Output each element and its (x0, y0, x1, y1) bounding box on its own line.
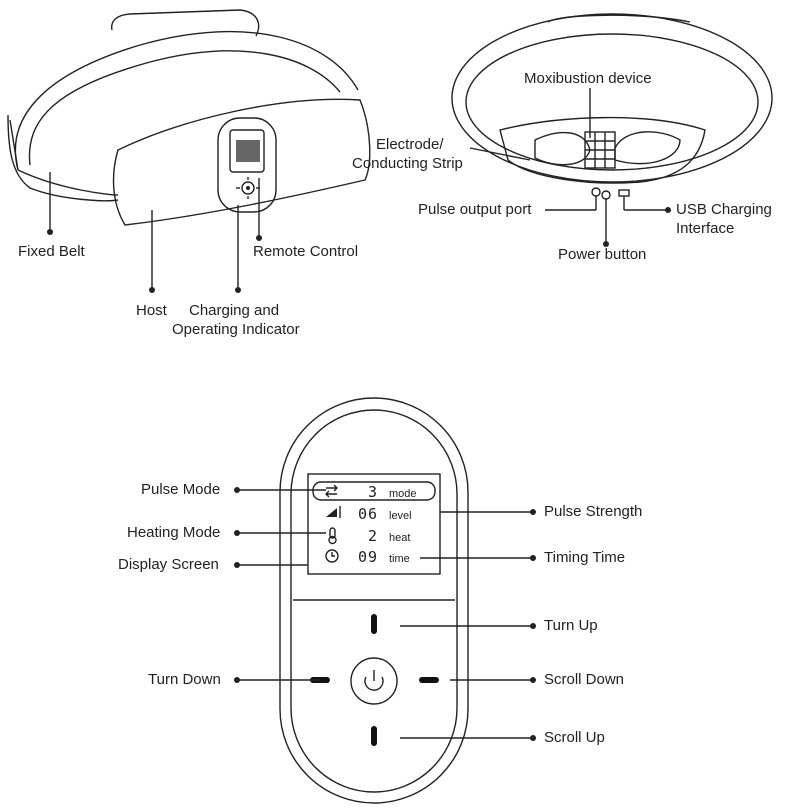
screen-mode-unit: mode (389, 488, 417, 500)
belt-back-illustration (451, 13, 773, 247)
label-pulse-port: Pulse output port (418, 201, 532, 218)
right-button[interactable] (419, 677, 439, 683)
screen-time-value: 09 (358, 548, 378, 566)
signal-icon (326, 506, 341, 518)
label-turn-down: Turn Down (148, 671, 221, 688)
label-usb-line1: USB Charging (676, 201, 772, 218)
remote-control-illustration: 3 mode 06 level 2 heat 09 time (234, 397, 536, 804)
screen-heat-unit: heat (389, 532, 410, 544)
label-indicator-line1: Charging and (189, 302, 280, 319)
remote-on-belt (217, 117, 277, 213)
screen-mode-value: 3 (368, 483, 378, 501)
label-electrode-line1: Electrode/ (376, 136, 444, 153)
label-electrode-line2: Conducting Strip (352, 155, 463, 172)
screen-time-unit: time (389, 553, 410, 565)
label-remote-control: Remote Control (253, 243, 359, 260)
label-pulse-mode: Pulse Mode (141, 481, 221, 498)
up-button[interactable] (371, 614, 377, 634)
down-button[interactable] (371, 726, 377, 746)
screen-heat-value: 2 (368, 527, 378, 545)
screen-level-unit: level (389, 510, 412, 522)
label-heating-mode: Heating Mode (127, 524, 221, 541)
thermometer-icon (328, 527, 337, 545)
screen-level-value: 06 (358, 505, 378, 523)
label-indicator-line2: Operating Indicator (172, 321, 300, 338)
label-pulse-strength: Pulse Strength (544, 503, 643, 520)
label-power-button: Power button (558, 246, 647, 263)
clock-icon (325, 549, 339, 563)
label-host: Host (136, 302, 167, 319)
label-timing-time: Timing Time (544, 549, 626, 566)
label-display-screen: Display Screen (118, 556, 219, 573)
power-button[interactable] (350, 657, 398, 705)
label-turn-up: Turn Up (544, 617, 598, 634)
label-moxibustion: Moxibustion device (524, 70, 652, 87)
label-scroll-down: Scroll Down (544, 671, 625, 688)
label-usb-line2: Interface (676, 220, 735, 237)
display-screen (307, 473, 441, 575)
cycle-icon (325, 484, 338, 498)
label-fixed-belt: Fixed Belt (18, 243, 85, 260)
label-scroll-up: Scroll Up (544, 729, 605, 746)
belt-front-illustration (7, 9, 371, 293)
pulse-mode-highlight (312, 481, 436, 501)
